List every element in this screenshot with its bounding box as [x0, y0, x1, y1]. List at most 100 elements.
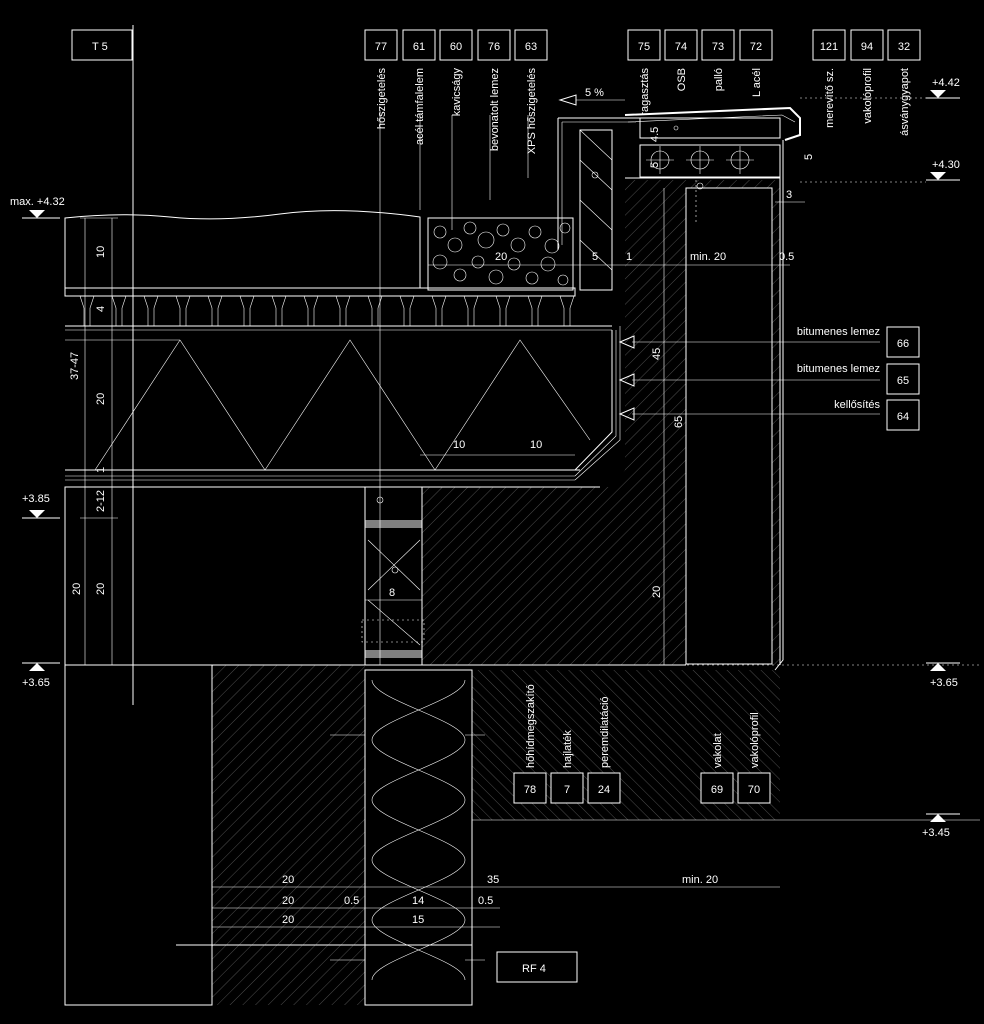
detail-id-box: T 5 [71, 29, 133, 61]
tag-number: 94 [861, 41, 873, 53]
level-markers: +4.42 +4.30 max. +4.32 +3.85 +3.65 +3.65… [10, 77, 960, 839]
tag-box [701, 29, 735, 61]
roof-pavers [64, 210, 421, 289]
tag-label: hőhídmegszakító [525, 684, 537, 768]
tag-box [587, 772, 621, 804]
tag-70: 70 vakolóprofil [737, 712, 771, 804]
pedestal [79, 295, 95, 327]
tag-121: 121 merevítő sz. [812, 29, 846, 128]
tag-number: 32 [898, 41, 910, 53]
tag-arrow [618, 373, 635, 387]
tag-number: 70 [748, 784, 760, 796]
tag-box [886, 326, 920, 358]
dim-b05b: 0.5 [478, 895, 493, 907]
section-id-box: RF 4 [496, 951, 578, 983]
wall-insulation [330, 669, 485, 1006]
tag-number: 64 [897, 411, 909, 423]
drainage-pedestals [64, 287, 612, 331]
pedestal [431, 295, 447, 327]
dim-20-a: 20 [95, 393, 107, 405]
dim-hmin20: min. 20 [690, 251, 726, 263]
tag-box [812, 29, 846, 61]
pedestal [559, 295, 575, 327]
tag-number: 73 [712, 41, 724, 53]
tag-label: merevítő sz. [824, 68, 836, 128]
tag-75: 75 ragasztás [627, 29, 661, 116]
tag-77: 77 hőszigetelés [364, 29, 398, 130]
tag-label: XPS hőszigetelés [526, 68, 538, 155]
dim-37-47: 37-47 [69, 352, 81, 380]
tag-label: bevonatolt lemez [489, 68, 501, 151]
tag-number: 121 [820, 41, 838, 53]
tag-label: kellősítés [834, 399, 880, 411]
tag-73: 73 palló [701, 29, 735, 91]
pedestal [239, 295, 255, 327]
tag-61: 61 acél támfalelem [402, 29, 436, 145]
dim-c8: 8 [389, 587, 395, 599]
tag-number: 69 [711, 784, 723, 796]
tag-box [364, 29, 398, 61]
level-432: max. +4.32 [10, 196, 65, 208]
tag-number: 77 [375, 41, 387, 53]
tag-64: 64 kellősítés [618, 399, 920, 431]
dim-b14: 14 [412, 895, 424, 907]
tag-box [700, 772, 734, 804]
tag-box [514, 29, 548, 61]
dim-4-5: 4.5 [649, 127, 661, 142]
level-430: +4.30 [932, 159, 960, 171]
tag-number: 72 [750, 41, 762, 53]
tag-number: 61 [413, 41, 425, 53]
tag-number: 63 [525, 41, 537, 53]
tag-number: 75 [638, 41, 650, 53]
tag-box [513, 772, 547, 804]
level-345: +3.45 [922, 827, 950, 839]
dim-v65: 65 [673, 416, 685, 428]
tag-72: 72L acél [739, 29, 773, 97]
tag-label: kavicságy [451, 68, 463, 117]
dim-bmin20: min. 20 [682, 874, 718, 886]
tag-number: 76 [488, 41, 500, 53]
tag-number: 74 [675, 41, 687, 53]
pedestal [207, 295, 223, 327]
tag-label: bitumenes lemez [797, 326, 880, 338]
pedestal [271, 295, 287, 327]
pedestal [303, 295, 319, 327]
section-id: RF 4 [522, 963, 546, 975]
dim-v45: 45 [651, 348, 663, 360]
tag-box [886, 399, 920, 431]
tag-76: 76 bevonatolt lemez [477, 29, 511, 151]
tag-label: palló [713, 68, 725, 91]
dim-c10a: 10 [453, 439, 465, 451]
tags-top: 77 hőszigetelés 61 acél támfalelem 60kavicsá… [364, 29, 921, 155]
tag-box [402, 29, 436, 61]
parapet [557, 106, 801, 671]
thermal-break-insulation [361, 486, 425, 666]
dim-3: 3 [786, 189, 792, 201]
tag-box [477, 29, 511, 61]
tag-number: 65 [897, 375, 909, 387]
tag-arrow [618, 407, 635, 421]
tag-label: bitumenes lemez [797, 363, 880, 375]
tag-box [887, 29, 921, 61]
insulation-layer [65, 326, 621, 481]
dimensions-left: 10 4 37-47 20 1 2-12 20 20 [69, 217, 118, 665]
tag-number: 24 [598, 784, 610, 796]
dim-20-b: 20 [71, 583, 83, 595]
tag-label: acél támfalelem [414, 68, 426, 145]
dimensions-bottom: 20 35 min. 20 20 0.5 14 0.5 20 15 [212, 874, 780, 928]
tag-box [886, 363, 920, 395]
tag-box [737, 772, 771, 804]
dim-20-c: 20 [95, 583, 107, 595]
dim-4: 4 [95, 306, 107, 312]
dimensions-mid: 20 5 1 min. 20 0.5 45 65 20 10 10 8 4.5 … [365, 127, 815, 665]
tag-box [439, 29, 473, 61]
tag-label: hőszigetelés [376, 68, 388, 130]
tag-arrow [618, 335, 635, 349]
tag-label: ragasztás [639, 68, 651, 116]
tag-label: vakolóprofil [749, 712, 761, 768]
